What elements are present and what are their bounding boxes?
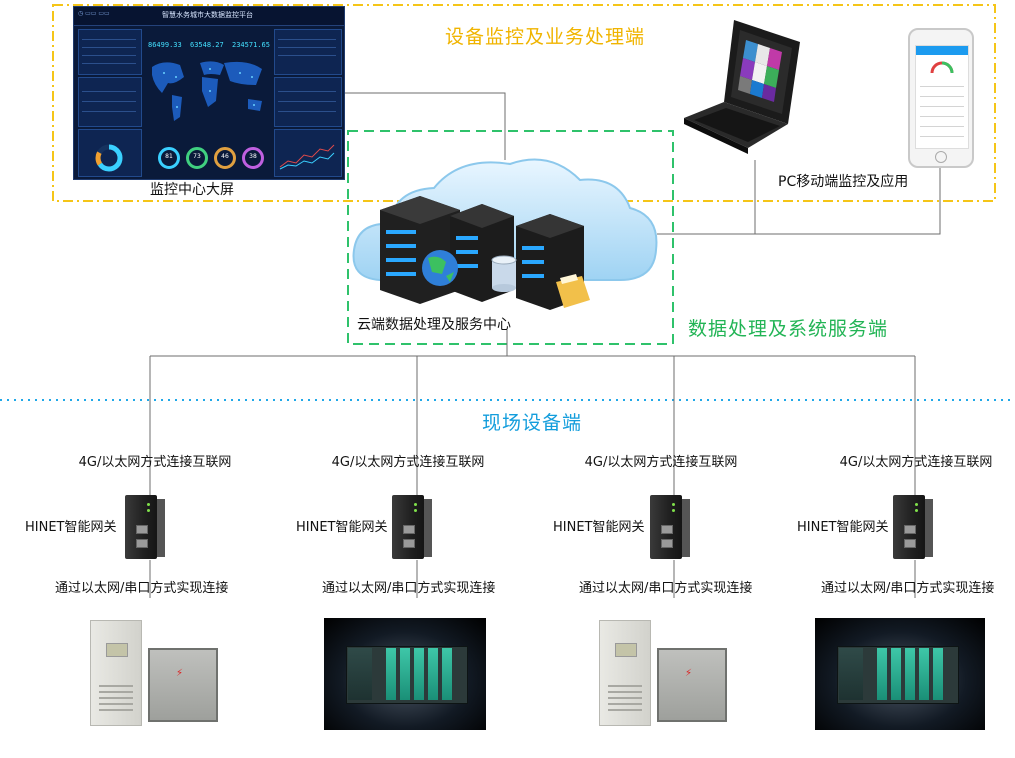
gauge-ring: 46 [214, 147, 236, 169]
link-label: 通过以太网/串口方式实现连接 [579, 581, 753, 596]
gauge-value: 38 [249, 153, 257, 160]
world-map-icon [152, 61, 262, 121]
phone-screen [915, 45, 969, 149]
dashboard-kpi: 234571.65 [232, 41, 270, 49]
dashboard-panel-right-top [274, 29, 342, 75]
dashboard-kpi: 86499.33 [148, 41, 182, 49]
gauge-ring: 73 [186, 147, 208, 169]
dashboard-panel-left-top [78, 29, 142, 75]
monitoring-dashboard-screen: ◷ ▭▭ ▭▭ 智慧水务城市大数据监控平台 86499.33 63548.27 … [73, 6, 345, 180]
cloud-caption: 云端数据处理及服务中心 [357, 317, 511, 333]
plc-controller-image [815, 618, 985, 730]
processing-zone-title: 数据处理及系统服务端 [688, 318, 889, 340]
dashboard-panel-left-mid [78, 77, 142, 127]
connection-label: 4G/以太网方式连接互联网 [331, 455, 485, 470]
big-screen-caption: 监控中心大屏 [150, 182, 234, 198]
connection-label: 4G/以太网方式连接互联网 [78, 455, 232, 470]
plc-controller-image [324, 618, 486, 730]
electrical-cabinet-image: ⚡ [90, 618, 220, 726]
dashboard-panel-right-bottom [274, 129, 342, 177]
gateway-device-icon [893, 495, 933, 559]
dashboard-panel-right-mid [274, 77, 342, 127]
processing-zone-border [347, 130, 674, 345]
gateway-device-icon [125, 495, 165, 559]
pc-mobile-caption: PC移动端监控及应用 [778, 174, 909, 190]
gateway-device-icon [650, 495, 690, 559]
gateway-label: HINET智能网关 [797, 520, 889, 535]
gauge-ring: 81 [158, 147, 180, 169]
dashboard-header [74, 7, 344, 26]
gateway-label: HINET智能网关 [296, 520, 388, 535]
dashboard-clock-icon: ◷ ▭▭ ▭▭ [78, 10, 110, 17]
smartphone-icon [908, 28, 974, 168]
cloud-server-icon [352, 158, 658, 310]
monitoring-zone-title: 设备监控及业务处理端 [445, 26, 646, 48]
link-label: 通过以太网/串口方式实现连接 [322, 581, 496, 596]
gateway-label: HINET智能网关 [25, 520, 117, 535]
gauge-ring: 38 [242, 147, 264, 169]
laptop-icon [684, 20, 800, 154]
line-chart-icon [279, 144, 335, 170]
donut-chart-icon [95, 144, 123, 172]
electrical-cabinet-image: ⚡ [599, 618, 729, 726]
connection-label: 4G/以太网方式连接互联网 [839, 455, 993, 470]
gauge-value: 73 [193, 153, 201, 160]
dashboard-title: 智慧水务城市大数据监控平台 [162, 11, 253, 19]
gauge-icon [930, 61, 954, 74]
field-zone-title: 现场设备端 [482, 412, 583, 434]
home-button-icon [935, 151, 947, 163]
link-label: 通过以太网/串口方式实现连接 [821, 581, 995, 596]
gauge-value: 81 [165, 153, 173, 160]
link-label: 通过以太网/串口方式实现连接 [55, 581, 229, 596]
dashboard-kpi: 63548.27 [190, 41, 224, 49]
gauge-value: 46 [221, 153, 229, 160]
connection-label: 4G/以太网方式连接互联网 [584, 455, 738, 470]
gateway-label: HINET智能网关 [553, 520, 645, 535]
gateway-device-icon [392, 495, 432, 559]
